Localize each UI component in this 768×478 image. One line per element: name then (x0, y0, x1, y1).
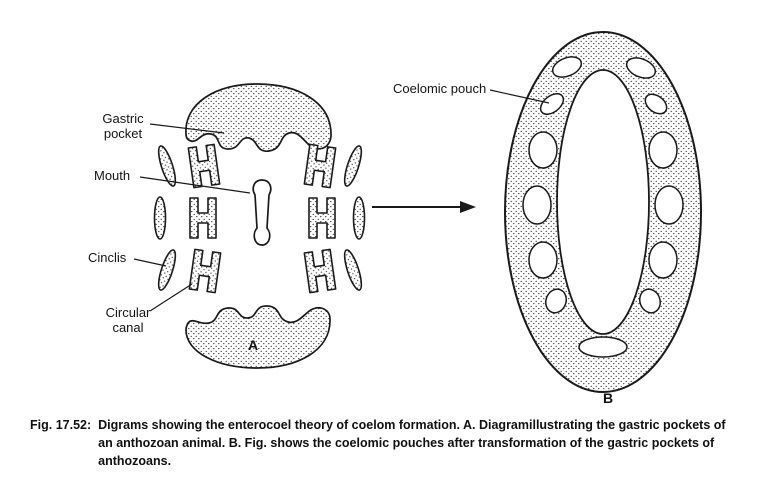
label-cinclis: Cinclis (88, 250, 127, 265)
figure-caption: Fig. 17.52: Digrams showing the enteroco… (30, 417, 742, 470)
gut-cavity (556, 69, 650, 335)
caption-text: Digrams showing the enterocoel theory of… (98, 418, 726, 468)
panel-a-leader-lines (133, 123, 251, 312)
panel-a-drawing (133, 83, 366, 369)
label-coelomic-pouch: Coelomic pouch (393, 81, 487, 96)
label-gastric-pocket: Gastric pocket (102, 111, 144, 141)
gastric-arc-top (185, 83, 332, 152)
panel-b-leader-line (489, 89, 550, 104)
mouth-shape (252, 179, 272, 246)
gastric-arc-bottom (185, 305, 331, 369)
label-mouth: Mouth (94, 168, 131, 183)
transformation-arrow-icon (372, 201, 476, 213)
coelomic-pouches (522, 56, 684, 358)
panel-b-letter: B (603, 390, 614, 406)
panel-b-drawing (489, 31, 702, 393)
panel-a-letter: A (248, 337, 259, 353)
figure-number: Fig. 17.52: (30, 418, 92, 432)
label-circular-canal: Circular canal (105, 305, 151, 335)
figure-drawing (133, 31, 702, 393)
